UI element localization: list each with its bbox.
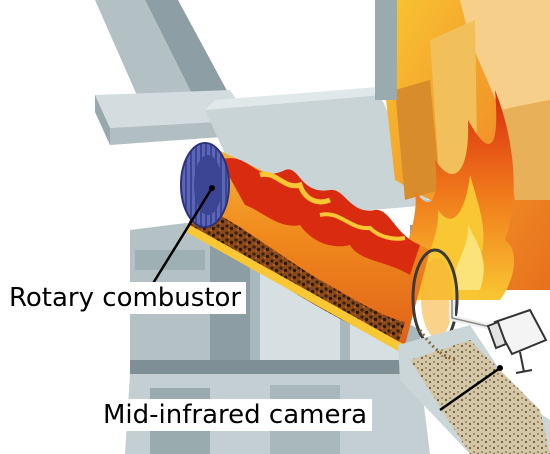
- mid-infrared-camera-label: Mid-infrared camera: [98, 399, 373, 431]
- rotary-leader-line: [150, 187, 214, 286]
- ash-discharge: [398, 325, 550, 454]
- camera-leader-dot: [497, 365, 503, 371]
- camera-leader-line: [439, 366, 501, 412]
- camera-icon: [486, 308, 548, 374]
- drum-end-cap: [180, 142, 230, 228]
- rotary-leader-dot: [209, 185, 215, 191]
- camera-mount: [449, 300, 496, 331]
- rotary-drum: [186, 145, 430, 352]
- rotary-combustor-label: Rotary combustor: [4, 282, 247, 314]
